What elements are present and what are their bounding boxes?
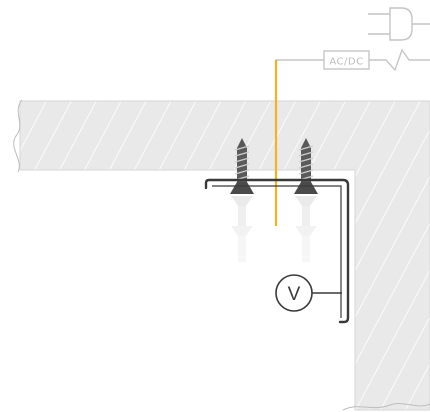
ac-dc-label: AC/DC: [329, 57, 363, 68]
drywall-screw-icon: [294, 138, 318, 194]
profile-inner-lip: [212, 185, 342, 318]
voltmeter-icon: V: [275, 274, 313, 312]
power-plug-icon: [368, 7, 430, 41]
wall-break-line: [342, 403, 430, 411]
corner-led-profile: [204, 178, 350, 324]
ceiling-wall-section: [19, 100, 430, 411]
ghost-screws: [231, 196, 317, 262]
ceiling-break-line: [13, 99, 23, 173]
ac-dc-converter: AC/DC: [323, 50, 370, 70]
voltmeter-label: V: [288, 284, 301, 305]
ac-waveform-icon: [369, 49, 430, 71]
